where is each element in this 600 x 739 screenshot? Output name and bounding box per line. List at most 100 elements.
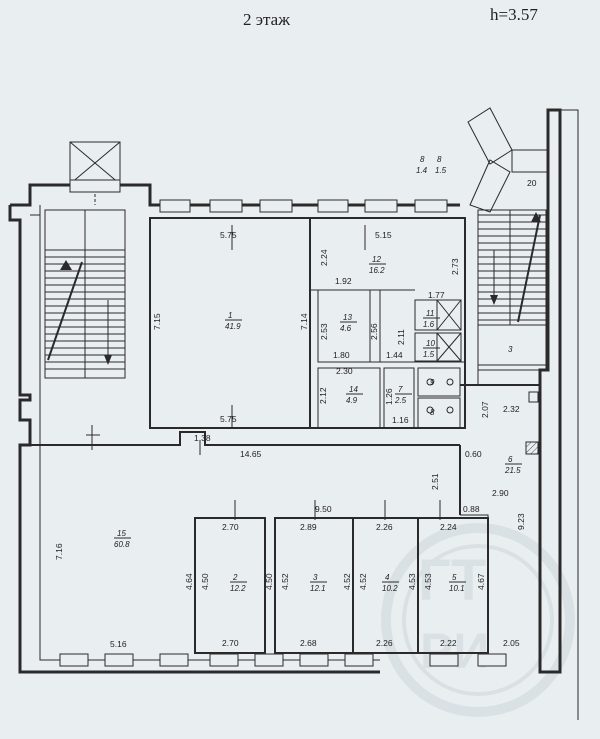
room-number: 6 (508, 455, 513, 464)
room-area: 4.9 (346, 396, 358, 405)
dim-r2-top: 2.70 (222, 522, 239, 532)
room-number: 11 (426, 309, 434, 318)
room-area: 12.1 (310, 584, 326, 593)
dim-r2-left: 4.64 (184, 573, 194, 590)
room-area: 16.2 (369, 266, 385, 275)
dimension-labels: 5.75 5.75 7.15 7.14 5.15 2.24 2.73 1.92 … (54, 230, 526, 649)
room-number: 5 (452, 573, 457, 582)
top-windows (69, 179, 448, 213)
ceiling-height: h=3.57 (490, 5, 538, 24)
dim-r4-left: 4.52 (342, 573, 352, 590)
room-number: 9 (430, 378, 435, 387)
dim-r6-top: 2.32 (503, 404, 520, 414)
dim-r5-bottom: 2.22 (440, 638, 457, 648)
room-number: 14 (349, 385, 358, 394)
room-7-label: 72.5 (394, 385, 412, 405)
floor-title: 2 этаж (243, 10, 290, 29)
room-labels: 141.91216.2134.6111.6101.5144.972.598156… (114, 255, 522, 593)
dim-r12-right: 2.73 (450, 258, 460, 275)
room-4-label: 410.2 (382, 573, 399, 593)
dim-r13-top: 1.92 (335, 276, 352, 286)
dim-r15-left: 7.16 (54, 543, 64, 560)
dim-r14-top: 2.30 (336, 366, 353, 376)
room-3-label: 312.1 (310, 573, 327, 593)
room-number: 3 (313, 573, 318, 582)
dim-r14-left: 2.12 (318, 387, 328, 404)
balcony-dim: 20 (527, 178, 537, 188)
room-11-label: 111.6 (423, 309, 440, 329)
dim-r1-top: 5.75 (220, 230, 237, 240)
room-9-label: 9 (430, 378, 435, 387)
dim-r15-right: 2.51 (430, 473, 440, 490)
room-area: 60.8 (114, 540, 130, 549)
room-3b-label: 3 (508, 345, 513, 354)
dim-r1-right: 7.14 (299, 313, 309, 330)
dim-r6-top-left: 2.07 (480, 401, 490, 418)
dim-r4-top: 2.26 (376, 522, 393, 532)
dim-r1-left: 7.15 (152, 313, 162, 330)
dim-wc-left: 2.11 (396, 329, 406, 345)
dim-r13-left: 2.53 (319, 323, 329, 340)
room-5-label: 510.1 (449, 573, 466, 593)
dim-wc-bottom: 1.44 (386, 350, 403, 360)
dim-r7-bottom: 1.16 (392, 415, 409, 425)
room-area: 10.1 (449, 584, 465, 593)
dim-r12-top: 5.15 (375, 230, 392, 240)
room-number: 2 (232, 573, 238, 582)
room-area: 12.2 (230, 584, 246, 593)
svg-text:РИ: РИ (420, 623, 489, 679)
interior-walls (20, 217, 540, 654)
dim-wc-top: 1.77 (428, 290, 445, 300)
dim-r3-left: 4.50 (264, 573, 274, 590)
dim-r2-bottom: 2.70 (222, 638, 239, 648)
room-area: 10.2 (382, 584, 398, 593)
dim-r12-left: 2.24 (319, 249, 329, 266)
dim-r6-mid: 2.90 (492, 488, 509, 498)
dim-r7-side: 1.26 (384, 388, 394, 405)
dim-r4-bottom: 2.26 (376, 638, 393, 648)
room-area: 4.6 (340, 324, 352, 333)
bottom-windows (59, 653, 507, 667)
right-staircase (477, 209, 547, 371)
room-number: 3 (508, 345, 513, 354)
dim-r15-bottom: 5.16 (110, 639, 127, 649)
dim-r3-bottom: 2.68 (300, 638, 317, 648)
room-number: 4 (385, 573, 390, 582)
room-area: 2.5 (394, 396, 407, 405)
dim-r5-top: 2.24 (440, 522, 457, 532)
room-14-label: 144.9 (346, 385, 363, 405)
room-8-label: 8 (430, 408, 435, 417)
room-10-label: 101.5 (423, 339, 440, 359)
room-number: 10 (426, 339, 435, 348)
dim-r5b-bottom: 2.05 (503, 638, 520, 648)
room-12-label: 12 16.2 (369, 255, 386, 275)
dim-r6-door: 0.60 (465, 449, 482, 459)
dim-r5-left: 4.53 (407, 573, 417, 590)
dim-r5-right: 4.53 (423, 573, 433, 590)
dim-r6-right: 9.23 (516, 513, 526, 530)
room-number: 13 (343, 313, 352, 322)
dim-r2-right: 4.50 (200, 573, 210, 590)
balcony-label-a: 8 (420, 155, 425, 164)
room-number: 15 (117, 529, 126, 538)
dim-r15-mid: 9.50 (315, 504, 332, 514)
dim-r5b-right: 4.67 (476, 573, 486, 590)
balcony-label-b: 8 (437, 155, 442, 164)
room-6-label: 621.5 (504, 455, 522, 475)
dim-r1-bottom: 5.75 (220, 414, 237, 424)
dim-r6-step: 0.88 (463, 504, 480, 514)
watermark-logo: ГТ РИ (381, 523, 575, 717)
dim-r13-right: 2.56 (369, 323, 379, 340)
room-number: 7 (398, 385, 403, 394)
room-number: 8 (430, 408, 435, 417)
room-number: 12 (372, 255, 381, 264)
svg-text:ГТ: ГТ (418, 548, 486, 613)
roof-hatch (69, 141, 121, 205)
dim-corridor-a: 1.38 (194, 433, 211, 443)
dim-r4-right: 4.52 (358, 573, 368, 590)
dim-r3-right: 4.52 (280, 573, 290, 590)
dim-r3-top: 2.89 (300, 522, 317, 532)
room-area: 41.9 (225, 322, 241, 331)
room-2-label: 212.2 (230, 573, 247, 593)
